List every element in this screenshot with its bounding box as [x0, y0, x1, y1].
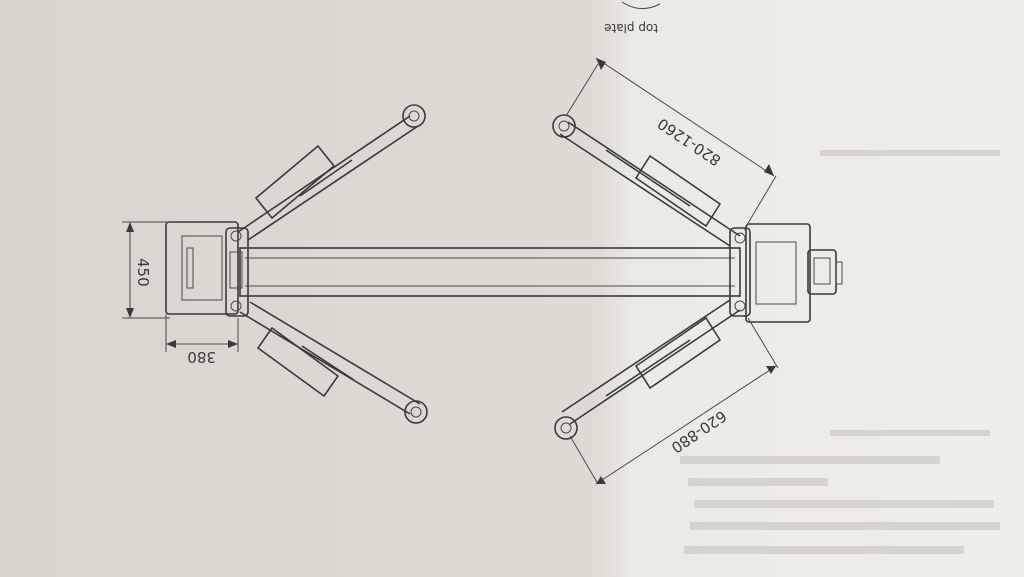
main-beam	[239, 247, 741, 297]
arm-lower-left	[239, 301, 428, 424]
dimension-820-1260	[565, 57, 777, 231]
arm-upper-right	[552, 114, 741, 247]
dim-label-450: 450	[134, 258, 152, 287]
dim-label-380: 380	[187, 348, 216, 366]
dimension-620-880	[569, 317, 779, 485]
arm-upper-left	[237, 104, 426, 241]
left-column-carriage	[165, 221, 249, 317]
right-column-carriage	[729, 223, 843, 323]
arm-lower-right	[554, 299, 741, 440]
top-plate-mark	[621, 1, 661, 9]
dimension-450	[122, 221, 170, 319]
dim-label-620-880: 620-880	[668, 407, 730, 457]
dim-label-820-1260: 820-1260	[654, 114, 724, 169]
top-plate-label: top plate	[604, 21, 658, 35]
dimension-380	[165, 314, 239, 352]
bleed-through-texture	[680, 150, 1000, 554]
